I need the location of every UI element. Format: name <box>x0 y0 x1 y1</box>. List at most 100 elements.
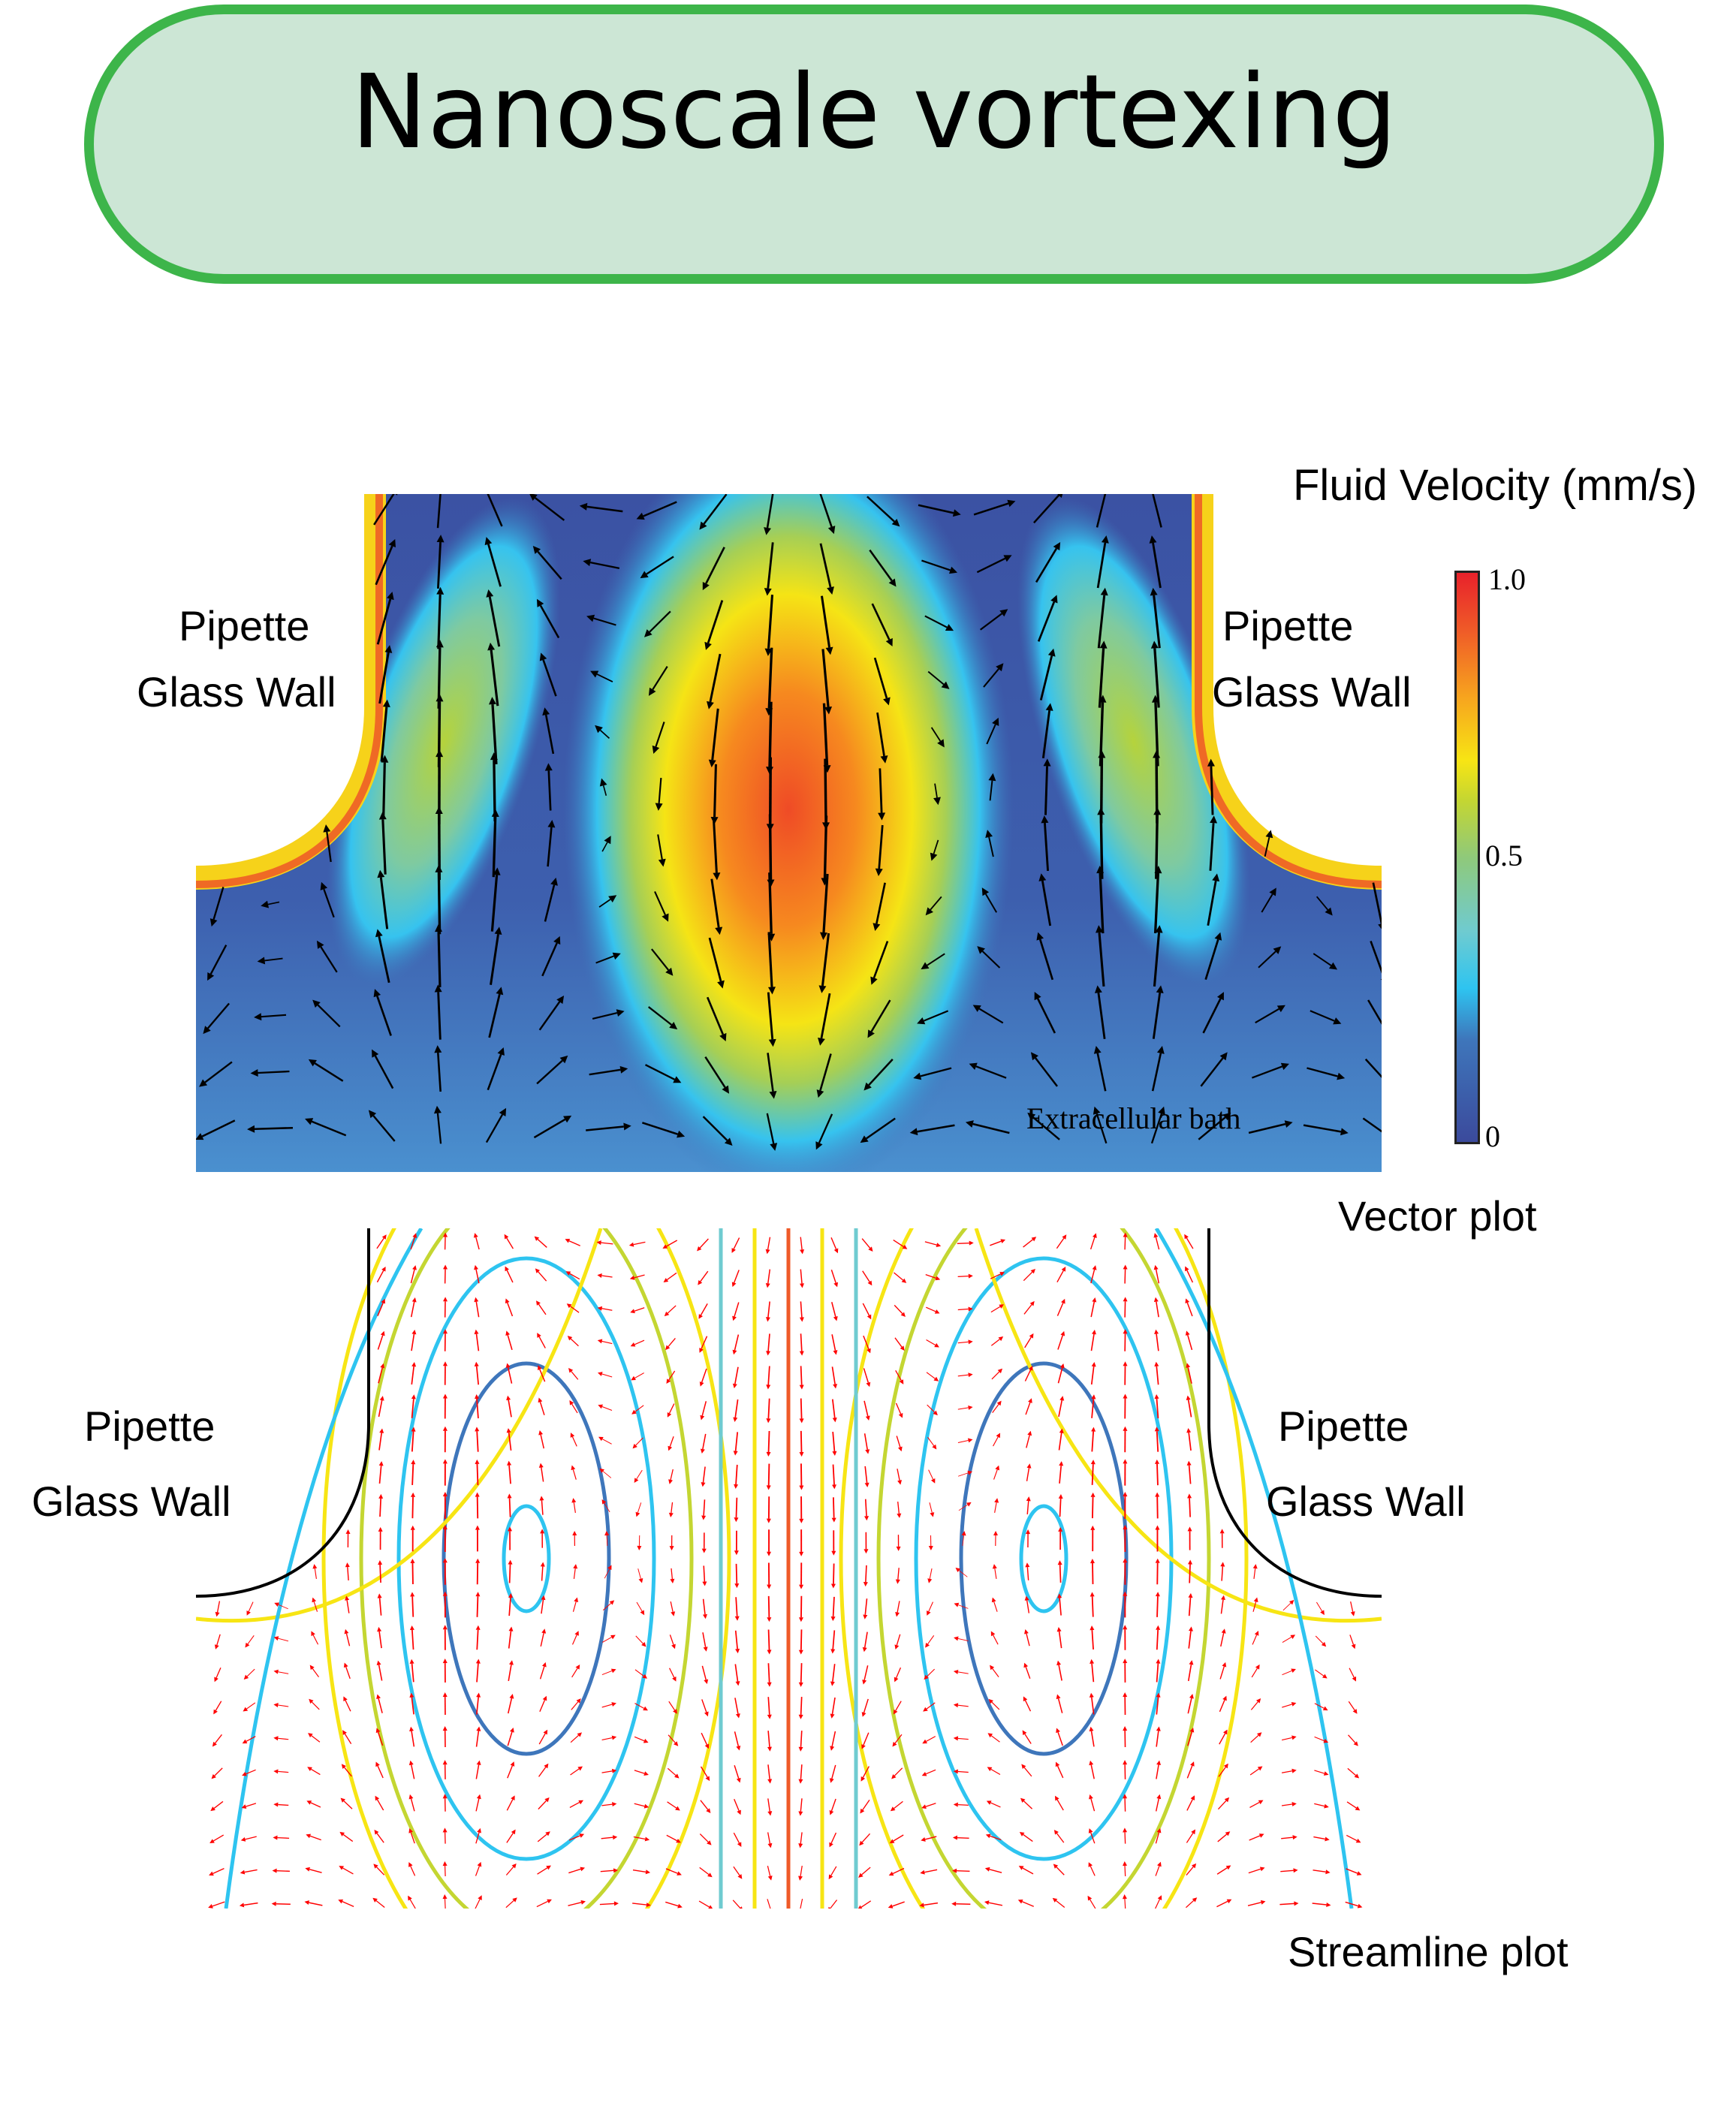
velocity-arrow <box>1090 1265 1097 1284</box>
velocity-arrow <box>767 1629 772 1655</box>
velocity-arrow <box>1152 985 1164 1039</box>
velocity-arrow <box>411 1427 416 1452</box>
velocity-arrow <box>918 504 961 517</box>
velocity-arrow <box>1024 1595 1030 1613</box>
velocity-arrow <box>208 1901 225 1909</box>
velocity-arrow <box>474 1329 480 1351</box>
velocity-arrow <box>815 1113 833 1150</box>
velocity-arrow <box>538 1763 549 1777</box>
velocity-arrow <box>408 1828 415 1844</box>
velocity-arrow <box>1090 1297 1097 1318</box>
velocity-arrow <box>535 1268 547 1282</box>
velocity-arrow <box>637 1568 643 1583</box>
velocity-arrow <box>211 1767 223 1779</box>
velocity-arrow <box>1218 1763 1228 1777</box>
velocity-arrow <box>246 1601 254 1616</box>
velocity-arrow <box>985 1833 1002 1841</box>
velocity-arrow <box>375 929 390 984</box>
velocity-arrow <box>442 1492 448 1519</box>
velocity-arrow <box>861 1698 869 1717</box>
velocity-arrow <box>1057 1363 1065 1384</box>
velocity-arrow <box>538 1365 546 1382</box>
velocity-arrow <box>893 1239 908 1249</box>
velocity-arrow <box>309 1665 319 1677</box>
velocity-arrow <box>1155 1827 1162 1844</box>
velocity-arrow <box>701 1466 706 1487</box>
velocity-arrow <box>306 1800 321 1808</box>
velocity-arrow <box>378 1493 384 1517</box>
streamline <box>1154 1228 1354 1909</box>
velocity-arrow <box>532 546 562 580</box>
velocity-arrow <box>343 1662 351 1680</box>
velocity-arrow <box>732 1334 740 1355</box>
velocity-arrow <box>799 1398 804 1424</box>
velocity-arrow <box>1154 1895 1162 1909</box>
velocity-arrow <box>1018 1866 1034 1875</box>
velocity-arrow <box>505 1298 514 1317</box>
velocity-arrow <box>799 1430 804 1457</box>
vector-left-wall-label-line1: Pipette <box>179 602 310 649</box>
velocity-arrow <box>670 1601 676 1616</box>
page-title: Nanoscale vortexing <box>351 53 1397 172</box>
velocity-arrow <box>958 1502 972 1511</box>
velocity-arrow <box>254 1013 287 1021</box>
velocity-arrow <box>1249 1833 1264 1841</box>
velocity-arrow <box>1058 1396 1065 1418</box>
velocity-arrow <box>1220 1562 1225 1581</box>
velocity-arrow <box>247 1125 294 1133</box>
velocity-arrow <box>1186 1460 1192 1484</box>
velocity-arrow <box>1315 1669 1328 1679</box>
velocity-arrow <box>892 1734 903 1747</box>
velocity-arrow <box>273 1769 289 1774</box>
velocity-arrow <box>1090 1525 1096 1552</box>
velocity-arrow <box>442 1426 448 1453</box>
velocity-arrow <box>597 1306 613 1311</box>
velocity-arrow <box>375 1761 384 1779</box>
velocity-arrow <box>1090 1592 1095 1617</box>
velocity-arrow <box>377 1330 385 1350</box>
velocity-arrow <box>992 1564 997 1580</box>
velocity-arrow <box>539 1496 544 1515</box>
velocity-arrow <box>243 1668 255 1680</box>
velocity-arrow <box>1313 1869 1331 1875</box>
velocity-arrow <box>830 1563 836 1589</box>
velocity-arrow <box>599 1901 619 1906</box>
velocity-arrow <box>1055 1761 1064 1779</box>
velocity-arrow <box>442 1760 448 1779</box>
velocity-arrow <box>345 1595 350 1613</box>
velocity-arrow <box>987 1733 1000 1743</box>
velocity-arrow <box>1219 1662 1227 1680</box>
velocity-arrow <box>534 1236 547 1248</box>
velocity-arrow <box>271 1901 291 1906</box>
velocity-arrow <box>894 1337 905 1351</box>
velocity-arrow <box>1258 946 1282 969</box>
velocity-arrow <box>1097 587 1108 649</box>
velocity-arrow <box>927 670 950 689</box>
velocity-arrow <box>734 1664 740 1686</box>
velocity-arrow <box>1093 1106 1108 1144</box>
velocity-arrow <box>863 1598 868 1619</box>
velocity-arrow <box>597 1339 613 1345</box>
velocity-arrow <box>863 1059 894 1091</box>
velocity-arrow <box>378 645 393 704</box>
velocity-arrow <box>490 926 502 985</box>
velocity-arrow <box>1023 1237 1037 1248</box>
velocity-arrow <box>1021 1764 1032 1777</box>
velocity-arrow <box>1252 1631 1259 1645</box>
velocity-arrow <box>1090 1559 1095 1584</box>
velocity-arrow <box>629 1274 645 1280</box>
velocity-arrow <box>1123 1558 1128 1585</box>
velocity-arrow <box>1280 1868 1298 1873</box>
velocity-arrow <box>861 1732 870 1749</box>
velocity-arrow <box>953 1703 969 1708</box>
velocity-arrow <box>1123 1827 1128 1844</box>
velocity-arrow <box>215 1601 221 1617</box>
velocity-arrow <box>341 1764 352 1777</box>
streamline-plot-caption: Streamline plot <box>1288 1928 1569 1975</box>
velocity-arrow <box>538 1430 544 1449</box>
velocity-arrow <box>990 1665 999 1677</box>
velocity-arrow <box>699 1368 707 1387</box>
velocity-arrow <box>257 957 283 965</box>
velocity-arrow <box>634 1469 643 1483</box>
velocity-arrow <box>538 1397 545 1415</box>
